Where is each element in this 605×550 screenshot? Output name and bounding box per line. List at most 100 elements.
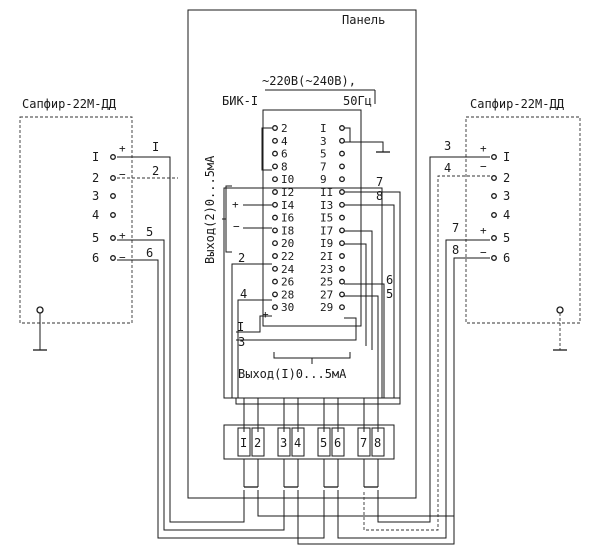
bik-pin-I9-terminal <box>339 240 345 247</box>
output1-brace <box>273 352 351 359</box>
output2-brace <box>225 185 232 253</box>
left-sensor-pin-4: 4 <box>92 208 99 222</box>
bik-pin-26: 26 <box>281 276 294 289</box>
left-sensor-pin-3-terminal <box>110 193 116 199</box>
left-wire-label-6: 6 <box>146 246 153 260</box>
pin30-plus: + <box>262 308 269 321</box>
left-sensor-pin-2: 2 <box>92 171 99 185</box>
right-sensor-pin-I: I <box>503 150 510 164</box>
bik-pin-8-terminal <box>272 163 278 170</box>
terminal-block <box>223 424 395 460</box>
output2-label: Выход(2)0...5мА <box>203 155 217 264</box>
bik-pin-I8: I8 <box>281 224 294 237</box>
right-wire-4 <box>363 175 490 531</box>
bik-pin-28-terminal <box>272 291 278 298</box>
wire-4 <box>237 299 272 398</box>
bik-pin-22: 22 <box>281 250 294 263</box>
bik-pin-23: 23 <box>320 263 333 276</box>
power-label: ~220В(~240В), <box>262 74 356 88</box>
link-I9 <box>344 243 367 346</box>
right-sensor-sign-1: + <box>480 142 487 155</box>
right-sensor-pin-5-terminal <box>491 235 497 241</box>
bik-pin-I8-terminal <box>272 227 278 234</box>
bik-pin-22-terminal <box>272 253 278 259</box>
bik-pin-25: 25 <box>320 276 333 289</box>
panel-label: Панель <box>342 13 385 27</box>
right-sensor-pin-4-terminal <box>491 212 497 218</box>
wire-2 <box>231 263 272 398</box>
right-sensor-sign-5: + <box>480 224 487 237</box>
left-sensor-pin-2-terminal <box>110 175 116 181</box>
terminal-I: I <box>240 436 247 450</box>
output2-minus: − <box>233 220 240 233</box>
panel-frame <box>187 9 417 499</box>
bik-pin-I5: I5 <box>320 212 333 225</box>
bik-pin-6-terminal <box>272 150 278 157</box>
right-wire-label-3: 3 <box>444 139 451 153</box>
left-sensor-sign-6: − <box>119 251 126 264</box>
bik-pin-9-terminal <box>339 176 345 183</box>
bik-pin-30-terminal <box>272 304 278 311</box>
left-wire-label-5: 5 <box>146 225 153 239</box>
bik-pin-I3-terminal <box>339 201 345 208</box>
bik-pin-7: 7 <box>320 160 327 173</box>
bik-pin-II: II <box>320 186 333 199</box>
bik-pin-I6: I6 <box>281 212 294 225</box>
link-I5 <box>344 230 373 350</box>
output2-plus: + <box>232 198 239 211</box>
terminal-8: 8 <box>374 436 381 450</box>
bik-pin-7-terminal <box>339 163 345 170</box>
right-sensor-body <box>465 116 581 324</box>
terminal-7: 7 <box>360 436 367 450</box>
bik-pin-I0-terminal <box>272 176 278 183</box>
bik-pin-I4: I4 <box>281 199 295 212</box>
right-sensor-pin-I-terminal <box>491 154 497 160</box>
left-sensor-pin-I-terminal <box>110 154 116 160</box>
bik-pin-23-terminal <box>339 265 345 272</box>
terminal-3: 3 <box>280 436 287 450</box>
left-wire-label-I: I <box>152 140 159 154</box>
bik-pin-20-terminal <box>272 240 278 247</box>
bik-pin-5-terminal <box>339 150 345 157</box>
bik-pin-3-terminal <box>339 137 345 144</box>
wire-label-2: 2 <box>238 251 245 265</box>
bik-pin-2: 2 <box>281 122 288 135</box>
bik-pin-30: 30 <box>281 301 294 314</box>
left-sensor-title: Сапфир-22М-ДД <box>22 97 117 111</box>
bik-pin-20: 20 <box>281 237 294 250</box>
left-sensor-sign-2: − <box>119 168 126 181</box>
right-sensor-pin-2-terminal <box>491 175 497 181</box>
left-power-loop <box>261 127 272 171</box>
right-wire-label-7: 7 <box>452 221 459 235</box>
bik-pin-29-terminal <box>339 304 345 311</box>
bik-pin-2I-terminal <box>339 253 345 259</box>
bik-pin-I-terminal <box>339 125 345 131</box>
right-sensor-pin-5: 5 <box>503 231 510 245</box>
bik-pin-25-terminal <box>339 278 345 285</box>
bik-block <box>262 109 362 327</box>
left-sensor-pin-6-terminal <box>110 255 116 261</box>
left-sensor-pin-5: 5 <box>92 231 99 245</box>
bik-name: БИК-I <box>222 94 258 108</box>
wire-5 <box>344 295 379 398</box>
wire-label-5: 5 <box>386 287 393 301</box>
bik-pin-6: 6 <box>281 148 288 161</box>
wire-label-8: 8 <box>376 189 383 203</box>
right-wire-7 <box>337 239 490 539</box>
bik-pin-I4-terminal <box>272 201 278 208</box>
bik-pin-I7: I7 <box>320 224 333 237</box>
wire-label-4: 4 <box>240 287 247 301</box>
bik-pin-I5-terminal <box>339 214 345 221</box>
bik-pin-27-terminal <box>339 291 345 298</box>
bik-pin-24: 24 <box>281 263 295 276</box>
bik-pin-27: 27 <box>320 288 333 301</box>
bik-pin-I3: I3 <box>320 199 333 212</box>
left-sensor-pin-5-terminal <box>110 235 116 241</box>
right-sensor-pin-4: 4 <box>503 208 510 222</box>
bik-pin-I0: I0 <box>281 173 294 186</box>
